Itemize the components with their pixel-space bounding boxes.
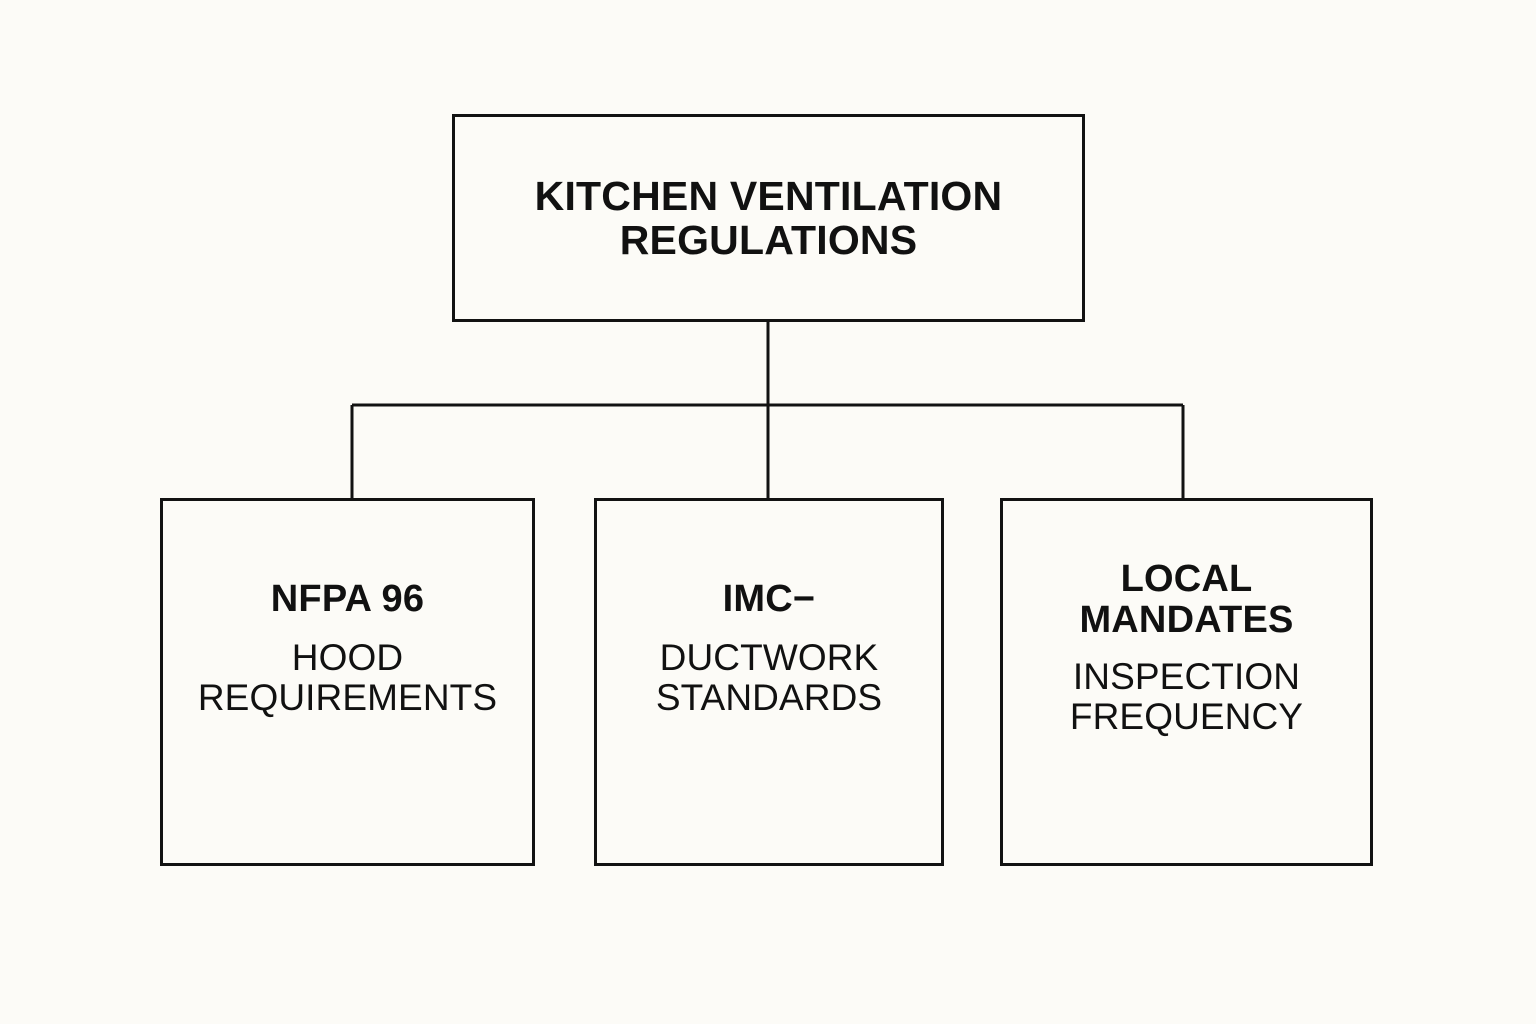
child-node-imc[interactable]: IMC− DUCTWORK STANDARDS bbox=[594, 498, 944, 866]
root-node-label: KITCHEN VENTILATION REGULATIONS bbox=[534, 172, 1003, 263]
child-node-heading: LOCAL MANDATES bbox=[1079, 558, 1294, 642]
root-node[interactable]: KITCHEN VENTILATION REGULATIONS bbox=[452, 114, 1085, 322]
child-node-subtext: HOOD REQUIREMENTS bbox=[197, 637, 498, 718]
child-node-heading: NFPA 96 bbox=[270, 578, 425, 620]
child-node-heading: IMC− bbox=[722, 578, 816, 620]
child-node-subtext: DUCTWORK STANDARDS bbox=[655, 637, 883, 718]
child-node-local-mandates[interactable]: LOCAL MANDATES INSPECTION FREQUENCY bbox=[1000, 498, 1373, 866]
child-node-subtext: INSPECTION FREQUENCY bbox=[1069, 656, 1304, 738]
child-node-nfpa-96[interactable]: NFPA 96 HOOD REQUIREMENTS bbox=[160, 498, 535, 866]
